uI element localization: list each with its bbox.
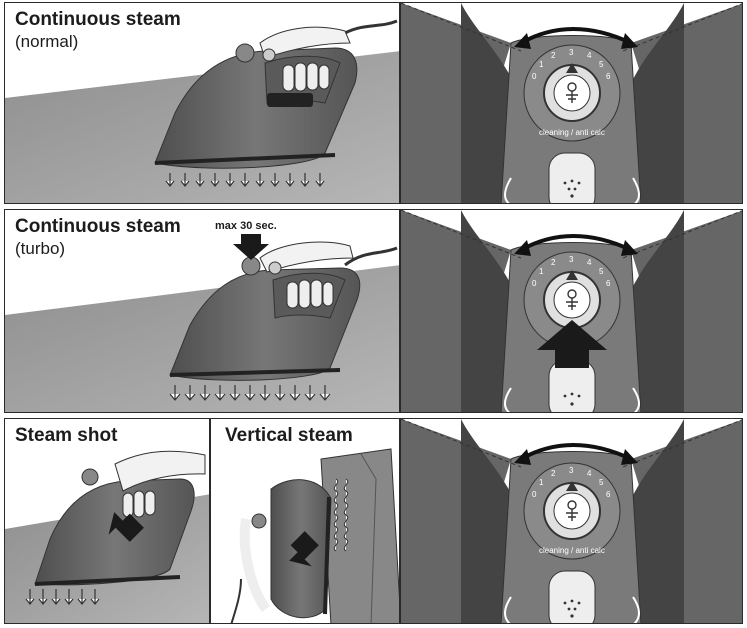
dial-scale-6: 6	[606, 490, 611, 499]
row2-title: Continuous steam	[15, 216, 181, 237]
dial-scale-0: 0	[532, 490, 537, 499]
dial-normal-illustration: 0 1 2 3 4 5 6 cleaning / anti calc	[401, 3, 742, 203]
dial-scale-1: 1	[539, 478, 544, 487]
dial-scale-1: 1	[539, 60, 544, 69]
dial-scale-4: 4	[587, 469, 592, 478]
row2-subtitle: (turbo)	[15, 239, 66, 258]
dial-scale-1: 1	[539, 267, 544, 276]
dial-scale-6: 6	[606, 279, 611, 288]
max-time-note: max 30 sec.	[215, 220, 277, 232]
row1-title: Continuous steam	[15, 9, 181, 30]
dial-scale-6: 6	[606, 72, 611, 81]
dial-vertical-illustration: 0 1 2 3 4 5 6 cleaning / anti calc	[401, 419, 742, 623]
dial-scale-3: 3	[569, 48, 574, 57]
dial-scale-5: 5	[599, 478, 604, 487]
steam-shot-illustration	[5, 450, 209, 623]
iron-turbo-illustration	[5, 234, 399, 412]
dial-scale-4: 4	[587, 258, 592, 267]
row2-iron-panel: Continuous steam (turbo) max 30 sec.	[4, 209, 400, 413]
dial-scale-2: 2	[551, 258, 556, 267]
vertical-steam-panel: Vertical steam	[210, 418, 400, 624]
dial-scale-0: 0	[532, 72, 537, 81]
dial-scale-4: 4	[587, 51, 592, 60]
dial-scale-2: 2	[551, 469, 556, 478]
dial-scale-5: 5	[599, 60, 604, 69]
vertical-steam-title: Vertical steam	[225, 425, 353, 446]
dial-scale-5: 5	[599, 267, 604, 276]
dial-cleaning-label: cleaning / anti calc	[539, 128, 605, 137]
row1-subtitle: (normal)	[15, 32, 79, 51]
row3-dial-panel: 0 1 2 3 4 5 6 cleaning / anti calc	[400, 418, 743, 624]
dial-scale-2: 2	[551, 51, 556, 60]
dial-scale-0: 0	[532, 279, 537, 288]
row1-dial-panel: 0 1 2 3 4 5 6 cleaning / anti calc	[400, 2, 743, 204]
dial-turbo-illustration: 0 1 2 3 4 5 6	[401, 210, 742, 412]
row1-iron-panel: Continuous steam (normal)	[4, 2, 400, 204]
dial-cleaning-label: cleaning / anti calc	[539, 546, 605, 555]
dial-scale-3: 3	[569, 255, 574, 264]
steam-shot-panel: Steam shot	[4, 418, 210, 624]
iron-normal-illustration	[5, 19, 399, 203]
dial-scale-3: 3	[569, 466, 574, 475]
vertical-steam-illustration	[230, 448, 399, 623]
steam-shot-title: Steam shot	[15, 425, 118, 446]
row2-dial-panel: 0 1 2 3 4 5 6	[400, 209, 743, 413]
